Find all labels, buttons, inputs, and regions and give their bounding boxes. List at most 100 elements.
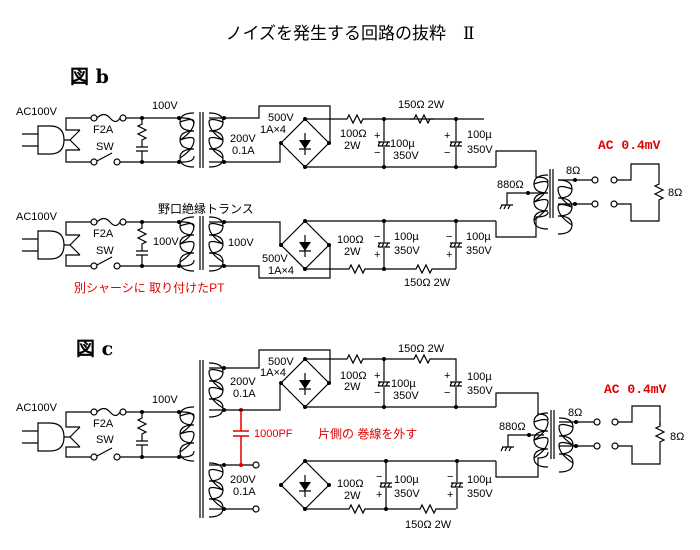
resistor-100ohm (342, 114, 368, 124)
svg-text:100µ: 100µ (394, 231, 419, 243)
ground-icon (499, 204, 514, 210)
annotation-remove-winding: 片側の 巻線を外す (318, 426, 417, 441)
transformer-primary-coil (179, 112, 195, 168)
svg-text:350V: 350V (394, 245, 420, 257)
ac-input-label-2: AC100V (16, 211, 58, 223)
figure-c-label: 図 c (76, 338, 113, 360)
disconnected-terminal (252, 461, 260, 469)
svg-text:350V: 350V (466, 245, 492, 257)
svg-text:100Ω: 100Ω (337, 478, 364, 490)
svg-text:AC100V: AC100V (16, 402, 58, 414)
svg-text:150Ω 2W: 150Ω 2W (405, 519, 452, 531)
svg-text:880Ω: 880Ω (499, 421, 526, 433)
svg-text:8Ω: 8Ω (670, 431, 684, 443)
c2-voltage: 350V (467, 144, 493, 156)
fig-b-lower-filter: 500V 1A×4 100Ω 2W − + 100µ 350V 150Ω 2W … (224, 219, 496, 289)
r2-label: 150Ω 2W (398, 99, 445, 111)
r1-power: 2W (344, 140, 361, 152)
svg-text:500V: 500V (262, 253, 288, 265)
svg-text:0.1A: 0.1A (233, 486, 256, 498)
svg-text:100µ: 100µ (391, 378, 416, 390)
svg-text:F2A: F2A (93, 418, 114, 430)
annotation-separate-chassis: 別シャーシに 取り付けたPT (74, 281, 225, 295)
fuse-terminal (90, 114, 98, 122)
switch-label: SW (96, 141, 114, 153)
coupling-capacitor-icon (233, 410, 249, 465)
primary-voltage-label: 100V (152, 100, 178, 112)
svg-text:200V: 200V (230, 474, 256, 486)
rectifier-voltage-label: 500V (268, 112, 294, 124)
svg-text:−: − (446, 231, 452, 243)
c1-value: 100µ (390, 138, 415, 150)
fig-c-lower-filter: 100Ω 2W − + 100µ 350V 150Ω 2W − + 100µ 3… (279, 459, 496, 531)
coupling-capacitor-label: 1000PF (254, 428, 293, 440)
svg-text:100µ: 100µ (467, 371, 492, 383)
fig-b-lower-primary: AC100V F2A SW 100V 野口絶縁トランス 100V 別シャーシに … (16, 201, 281, 295)
ac-input-label: AC100V (16, 106, 58, 118)
fuse-label: F2A (93, 124, 114, 136)
svg-text:100Ω: 100Ω (340, 370, 367, 382)
figure-b-label: 図 b (70, 66, 109, 88)
fuse-icon (96, 113, 121, 123)
svg-text:150Ω 2W: 150Ω 2W (404, 277, 451, 289)
measured-noise-voltage-c: AC 0.4mV (604, 382, 667, 397)
fig-b-output: 880Ω 8Ω 8Ω AC 0.4mV (495, 138, 682, 238)
load-value: 8Ω (668, 187, 682, 199)
svg-text:+: + (447, 489, 453, 501)
svg-text:350V: 350V (393, 390, 419, 402)
svg-text:−: − (376, 471, 382, 483)
c2-value: 100µ (467, 129, 492, 141)
load-resistor-8ohm (654, 179, 664, 205)
svg-text:0.1A: 0.1A (233, 388, 256, 400)
svg-text:350V: 350V (467, 385, 493, 397)
ot-secondary-impedance: 8Ω (566, 165, 580, 177)
page-title: ノイズを発生する回路の抜粋 Ⅱ (225, 24, 474, 44)
transformer-core (199, 112, 204, 168)
fig-c-primary: AC100V F2A SW 100V 200V 0.1A 200V 0.1A (16, 360, 417, 518)
svg-text:1A×4: 1A×4 (268, 265, 294, 277)
minus-sign: − (374, 147, 380, 159)
output-terminal (591, 200, 599, 208)
svg-text:−: − (374, 231, 380, 243)
svg-text:+: + (374, 370, 380, 382)
fig-b-upper-filter: 500V 1A×4 100Ω 2W + − 100µ 350V 150Ω 2W … (224, 99, 496, 169)
svg-text:+: + (444, 370, 450, 382)
svg-text:−: − (447, 471, 453, 483)
svg-text:F2A: F2A (93, 228, 114, 240)
svg-text:SW: SW (96, 245, 114, 257)
svg-text:100µ: 100µ (467, 474, 492, 486)
svg-text:200V: 200V (230, 376, 256, 388)
svg-text:350V: 350V (467, 488, 493, 500)
svg-text:100V: 100V (153, 236, 179, 248)
disconnected-terminal (252, 505, 260, 513)
svg-text:100µ: 100µ (394, 474, 419, 486)
rectifier-current-label: 1A×4 (260, 124, 286, 136)
measured-noise-voltage: AC 0.4mV (598, 138, 661, 153)
svg-text:100V: 100V (152, 394, 178, 406)
svg-text:150Ω 2W: 150Ω 2W (398, 343, 445, 355)
isolation-transformer-label: 野口絶縁トランス (158, 201, 254, 216)
svg-text:2W: 2W (344, 246, 361, 258)
svg-text:+: + (374, 249, 380, 261)
output-terminal (591, 176, 599, 184)
svg-text:500V: 500V (268, 356, 294, 368)
transformer-secondary-coil (208, 112, 224, 168)
fig-c-output: 880Ω 8Ω 8Ω AC 0.4mV (495, 382, 684, 478)
fig-c-upper-filter: 500V 1A×4 100Ω 2W + − 100µ 350V 150Ω 2W … (224, 343, 496, 411)
c1-voltage: 350V (393, 150, 419, 162)
secondary-voltage-label: 200V (230, 133, 256, 145)
svg-text:100Ω: 100Ω (337, 234, 364, 246)
svg-text:−: − (444, 147, 450, 159)
svg-text:SW: SW (96, 434, 114, 446)
svg-text:+: + (444, 130, 450, 142)
svg-text:−: − (374, 387, 380, 399)
plus-sign: + (374, 130, 380, 142)
svg-text:8Ω: 8Ω (568, 407, 582, 419)
resistor-150ohm (409, 114, 435, 124)
svg-text:100V: 100V (228, 237, 254, 249)
svg-text:2W: 2W (344, 381, 361, 393)
svg-text:−: − (444, 387, 450, 399)
svg-text:2W: 2W (344, 490, 361, 502)
svg-text:+: + (376, 489, 382, 501)
